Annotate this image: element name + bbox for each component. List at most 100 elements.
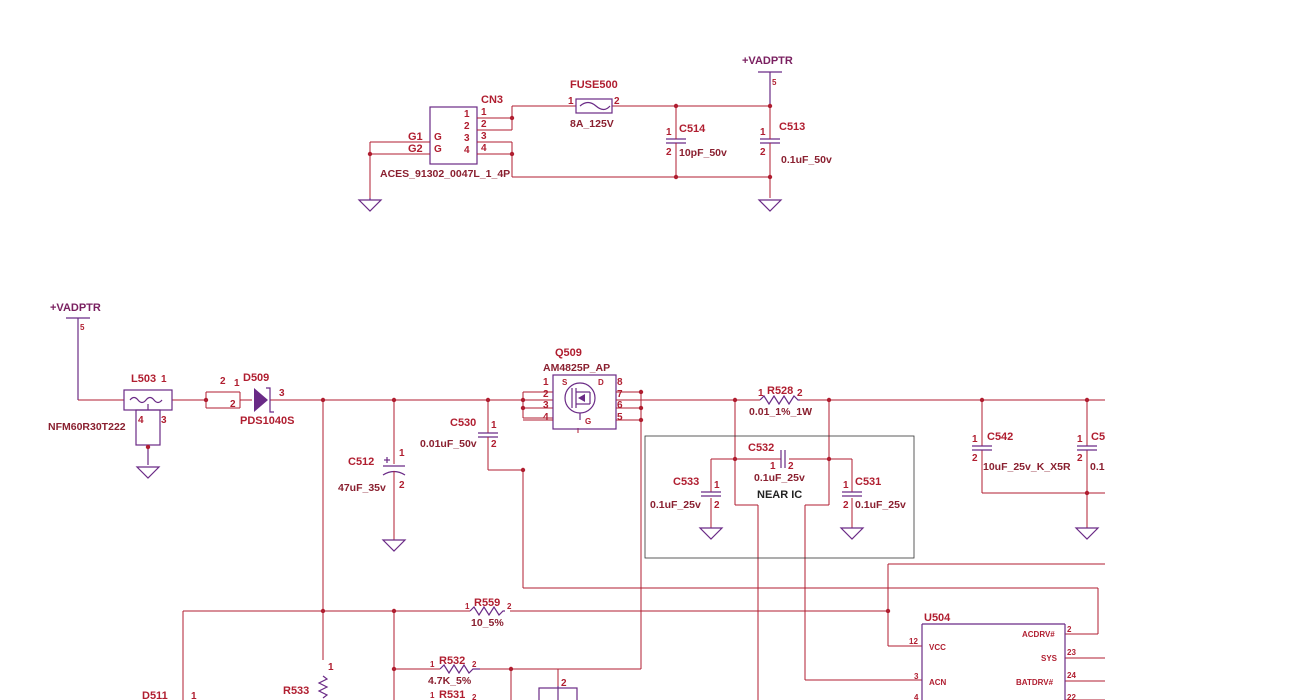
diode-d509: D509 2 1 2 3 PDS1040S <box>220 372 294 427</box>
pin-label: 3 <box>279 388 285 399</box>
pin-label: 1 <box>430 660 435 669</box>
ref-c512: C512 <box>348 456 374 468</box>
capacitor-c512: C512 1 2 47uF_35v <box>338 448 407 552</box>
pin-label: 1 <box>465 602 470 611</box>
ref-cn3: CN3 <box>481 94 503 106</box>
net-label: +VADPTR <box>742 55 793 67</box>
pin-label: 2 <box>491 439 497 450</box>
ref-d511: D511 <box>142 690 168 700</box>
value-r559: 10_5% <box>471 617 504 629</box>
pin-label: 1 <box>1077 434 1083 445</box>
net-vadptr-top: +VADPTR 5 <box>742 55 793 106</box>
diode-triangle <box>254 388 268 412</box>
pin-label: 1 <box>714 480 720 491</box>
cn3-g2: G2 <box>408 143 423 155</box>
ground-symbol <box>357 198 383 212</box>
q509-body <box>552 374 617 430</box>
pin-label: 2 <box>543 389 549 400</box>
pin-label: 2 <box>797 388 803 399</box>
pin-name: ACDRV# <box>1022 630 1055 639</box>
bottom-section: +VADPTR 5 <box>48 302 1105 700</box>
capacitor-c513: 1 2 C513 0.1uF_50v <box>760 121 832 166</box>
pin-label: 6 <box>617 400 623 411</box>
ref-c513: C513 <box>779 121 805 133</box>
value-d509: PDS1040S <box>240 415 294 427</box>
ref-r528: R528 <box>767 385 793 397</box>
value-r528: 0.01_1%_1W <box>749 406 812 418</box>
connector-cn3: CN3 1 2 3 4 2 1 3 4 G G G1 G2 ACES_91302… <box>380 94 510 180</box>
pin-label: 1 <box>568 96 574 107</box>
cn3-pin-label: 2 <box>464 121 470 132</box>
pin-label: 4 <box>543 412 549 423</box>
capacitor-c531: C531 1 2 0.1uF_25v <box>839 476 906 540</box>
ground-symbol <box>839 527 865 540</box>
ref-d509: D509 <box>243 372 269 384</box>
pin-label: 1 <box>430 691 435 700</box>
resistor-zigzag <box>469 605 505 617</box>
pin-label: 1 <box>666 127 672 138</box>
pin-label: 2 <box>507 602 512 611</box>
ref-c532: C532 <box>748 442 774 454</box>
pin-name: VCC <box>929 643 946 652</box>
capacitor-c514: 1 2 C514 10pF_50v <box>666 123 727 159</box>
pin-label: 2 <box>788 461 794 472</box>
value-c533: 0.1uF_25v <box>650 499 701 511</box>
pin-label: 2 <box>714 500 720 511</box>
resistor-r533: 1 R533 <box>283 662 334 699</box>
ref-c530: C530 <box>450 417 476 429</box>
pin-label: 1 <box>543 377 549 388</box>
pin-label: 8 <box>617 377 623 388</box>
value-r532: 4.7K_5% <box>428 675 472 687</box>
resistor-r532: 1 R532 2 4.7K_5% <box>428 655 480 687</box>
resistor-zigzag <box>759 394 800 406</box>
wires-main <box>78 389 1105 700</box>
net-pin: 5 <box>80 323 85 332</box>
ref-r531: R531 <box>439 689 465 700</box>
ground-symbol <box>1074 527 1100 540</box>
net-label: +VADPTR <box>50 302 101 314</box>
near-ic-frame <box>644 435 915 559</box>
cn3-g1: G1 <box>408 131 423 143</box>
ref-r532: R532 <box>439 655 465 667</box>
pin-label: 1 <box>328 662 334 673</box>
pin-name: SYS <box>1041 654 1058 663</box>
cn3-pin-num: 3 <box>481 131 487 142</box>
fet-arrow <box>578 394 585 402</box>
pin-name: BATDRV# <box>1016 678 1054 687</box>
pin-label: 7 <box>617 389 623 400</box>
pin-name: ACN <box>929 678 947 687</box>
pin-label: 2 <box>666 147 672 158</box>
pin-label: 2 <box>472 693 477 700</box>
pin-label: 5 <box>617 412 623 423</box>
cn3-pin-num: 1 <box>481 107 487 118</box>
wires-top <box>367 103 773 198</box>
cn3-pin-label: 3 <box>464 133 470 144</box>
pin-label: 1 <box>399 448 405 459</box>
pin-label: 2 <box>230 399 236 410</box>
ref-r533: R533 <box>283 685 309 697</box>
resistor-zigzag <box>317 675 329 699</box>
q509-s-label: S <box>562 378 568 387</box>
value-q509: AM4825P_AP <box>543 362 610 374</box>
filter-coil <box>129 396 163 404</box>
fuse-fuse500: FUSE500 1 2 8A_125V <box>568 79 620 130</box>
cn3-body <box>429 106 478 165</box>
pin-label: 2 <box>972 453 978 464</box>
q509-d-label: D <box>598 378 604 387</box>
cn3-pin-label: 4 <box>464 145 470 156</box>
value-c514: 10pF_50v <box>679 147 727 159</box>
pin-number: 2 <box>1067 625 1072 634</box>
value-c531: 0.1uF_25v <box>855 499 906 511</box>
value-cn3: ACES_91302_0047L_1_4P <box>380 168 510 180</box>
ground-symbol <box>698 527 724 540</box>
ref-c533: C533 <box>673 476 699 488</box>
pin-label: 1 <box>770 461 776 472</box>
resistor-r559: 1 R559 2 10_5% <box>465 597 512 629</box>
pin-label: 2 <box>472 660 477 669</box>
resistor-zigzag <box>439 663 480 675</box>
cn3-pin-label: 1 <box>464 109 470 120</box>
resistor-r531: 1 R531 2 <box>430 689 477 700</box>
resistor-r528: 1 R528 2 0.01_1%_1W <box>749 385 812 418</box>
ref-c542: C542 <box>987 431 1013 443</box>
